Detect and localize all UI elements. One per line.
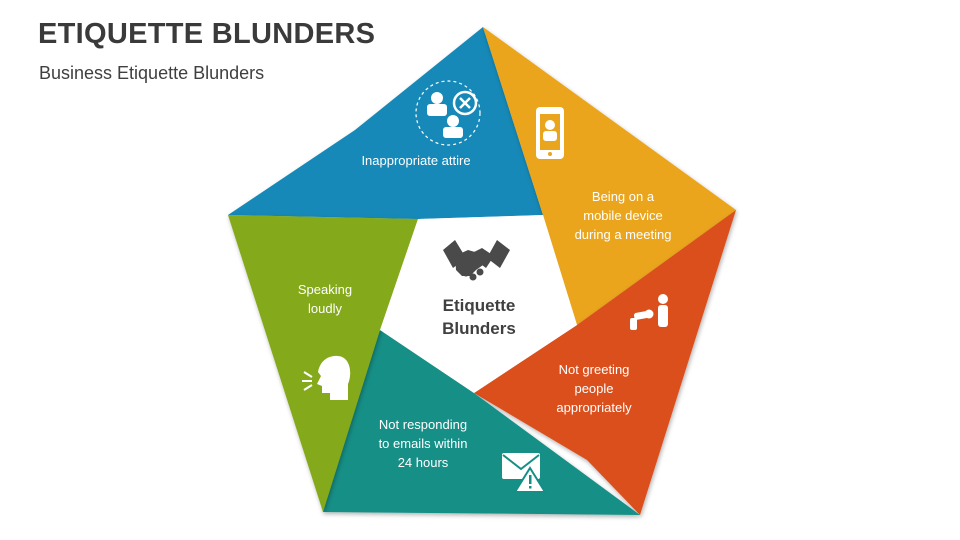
- center-pentagon: [380, 215, 577, 393]
- center-label-line2: Blunders: [442, 319, 516, 338]
- segment-mobile: [483, 27, 736, 325]
- segment-attire: [228, 27, 543, 219]
- label-attire: Inappropriate attire: [361, 153, 470, 168]
- label-mobile-1: Being on a: [592, 189, 655, 204]
- page-title: ETIQUETTE BLUNDERS: [38, 18, 376, 50]
- label-loud-1: Speaking: [298, 282, 352, 297]
- speaking-icon: [302, 355, 351, 400]
- mobile-device-icon: [536, 107, 564, 159]
- label-greeting-3: appropriately: [556, 400, 632, 415]
- label-emails-1: Not responding: [379, 417, 467, 432]
- label-greeting-2: people: [574, 381, 613, 396]
- label-mobile-3: during a meeting: [575, 227, 672, 242]
- label-mobile-2: mobile device: [583, 208, 663, 223]
- segment-emails: [323, 330, 640, 515]
- handshake-icon: [443, 240, 510, 281]
- label-greeting-1: Not greeting: [559, 362, 630, 377]
- page-subtitle: Business Etiquette Blunders: [39, 63, 265, 83]
- label-emails-3: 24 hours: [398, 455, 449, 470]
- label-loud-2: loudly: [308, 301, 342, 316]
- attire-icon: [415, 80, 481, 146]
- greeting-icon: [630, 294, 668, 330]
- segment-greeting: [474, 210, 736, 515]
- center-label-line1: Etiquette: [443, 296, 516, 315]
- email-warning-icon: [502, 453, 547, 493]
- label-emails-2: to emails within: [379, 436, 468, 451]
